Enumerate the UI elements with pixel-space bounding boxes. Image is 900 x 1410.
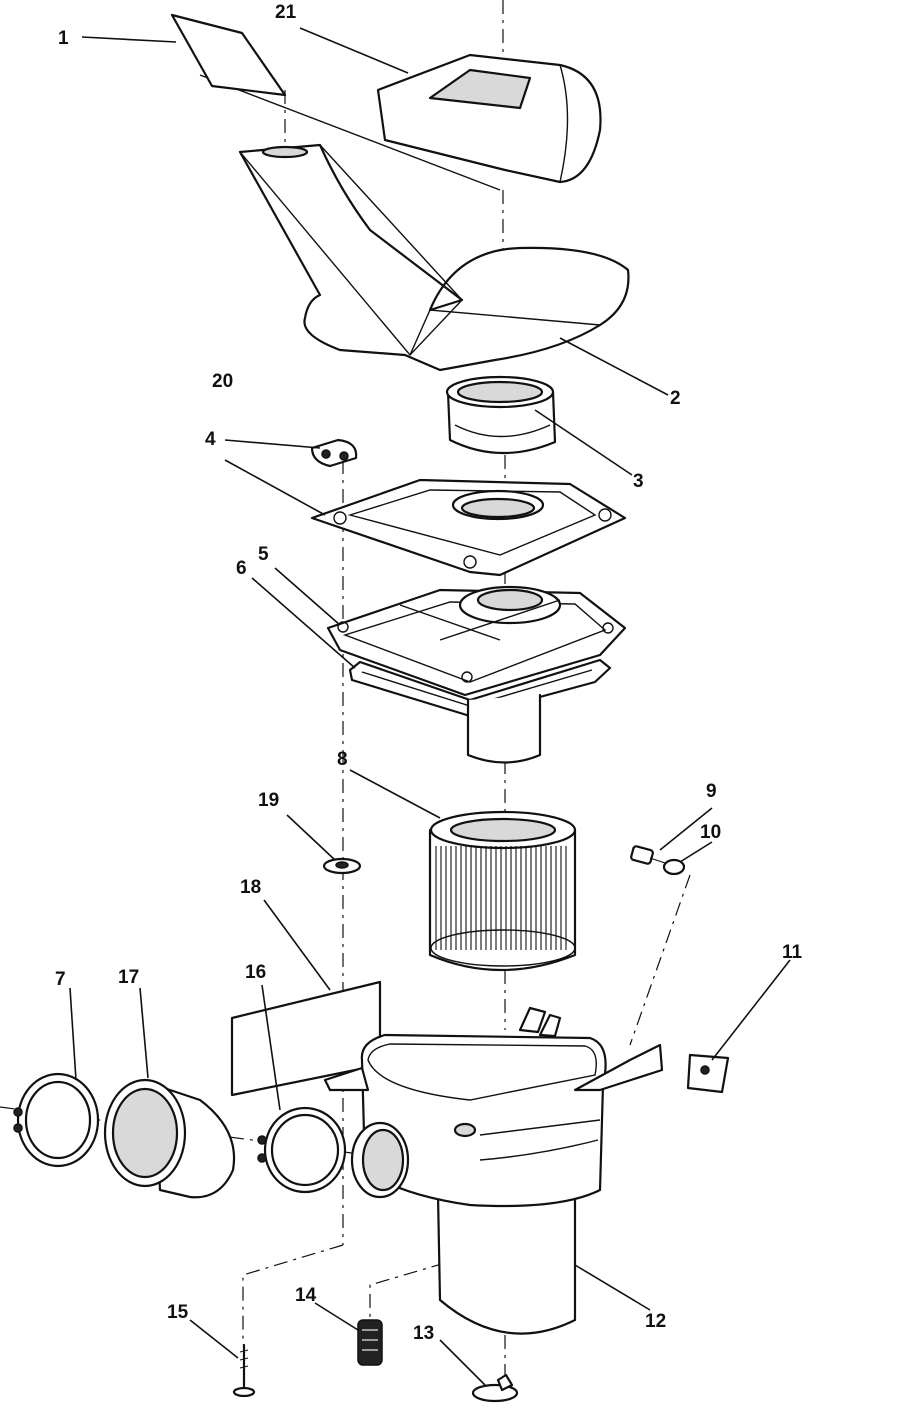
callout-labels: 1 21 2 3 20 4 5 6 8 19 9 10 11 18 7 17 1…: [55, 2, 803, 1344]
callout-19: 19: [258, 790, 279, 811]
callout-15: 15: [167, 1302, 189, 1323]
part-21-intake-lid: [376, 53, 602, 184]
callout-20: 20: [212, 371, 233, 392]
part-13-drain-valve: [471, 1373, 519, 1403]
part-15-bolt: [232, 1343, 256, 1398]
housing-outlet-tube: [466, 693, 542, 764]
callout-3: 3: [633, 471, 644, 492]
callout-11: 11: [782, 942, 803, 963]
callout-18: 18: [240, 877, 261, 898]
part-2-intake-duct: [238, 143, 630, 372]
part-16-clamp: [257, 1106, 347, 1194]
callout-16: 16: [245, 962, 266, 983]
callout-4: 4: [205, 429, 216, 450]
part-12-air-box: [323, 1006, 664, 1335]
callout-13: 13: [413, 1323, 434, 1344]
part-17-inlet-boot: [103, 1078, 236, 1199]
part-14-drain-plug: [357, 1319, 383, 1366]
callout-10: 10: [700, 822, 721, 843]
callout-12: 12: [645, 1311, 666, 1332]
part-19-washer: [322, 857, 362, 875]
part-5-housing-top: [326, 585, 627, 697]
leader-lines: [69, 27, 791, 1386]
callout-21: 21: [275, 2, 297, 23]
part-9-screw: [630, 845, 669, 865]
part-8-filter-element: [428, 810, 577, 972]
filter-pleats: [435, 846, 567, 950]
assembly-axis-lines: [0, 0, 691, 1380]
callout-7: 7: [55, 969, 66, 990]
callout-6: 6: [236, 558, 247, 579]
part-10-washer: [662, 858, 686, 876]
part-1-flap: [170, 13, 287, 97]
callout-17: 17: [118, 967, 139, 988]
part-3-boot: [445, 375, 557, 455]
callout-8: 8: [337, 749, 348, 770]
callout-1: 1: [58, 28, 69, 49]
part-20-retainer: [310, 438, 358, 468]
callout-14: 14: [295, 1285, 317, 1306]
part-4-cover-plate: [310, 478, 627, 577]
part-7-band-clamp: [13, 1072, 100, 1168]
air-box-inlet: [350, 1121, 410, 1199]
callout-2: 2: [670, 388, 681, 409]
part-11-clip-nut: [686, 1053, 730, 1094]
callout-5: 5: [258, 544, 269, 565]
callout-9: 9: [706, 781, 717, 802]
